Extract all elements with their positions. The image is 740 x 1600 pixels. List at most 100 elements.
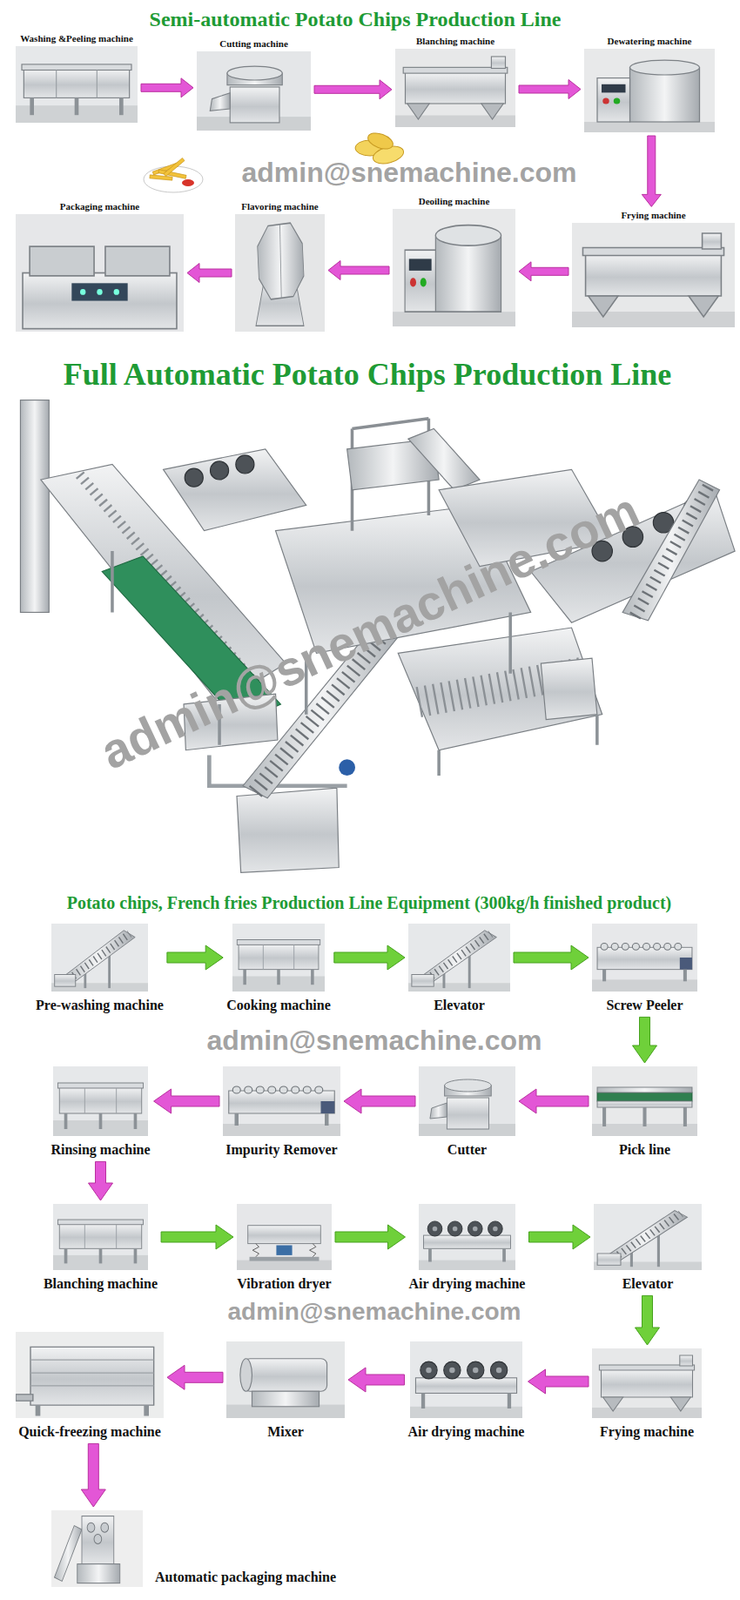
machine-label: Air drying machine [409, 1276, 526, 1292]
art-polygon [397, 627, 602, 751]
section-title: Potato chips, French fries Production Li… [67, 893, 673, 914]
machine-node: Screw Peeler [592, 923, 698, 1014]
arrow-shape [518, 262, 569, 282]
machine-photo-area [196, 51, 311, 131]
flow-arrow [632, 1016, 658, 1063]
machine-label: Vibration dryer [236, 1276, 331, 1292]
machine-photo-area [410, 1341, 523, 1419]
machine-photo-area [592, 1348, 702, 1419]
machine-node: Frying machine [571, 209, 735, 328]
arrow-shape [80, 1443, 106, 1507]
art-use [53, 1204, 148, 1271]
flow-arrow [513, 945, 589, 970]
arrow-shape [348, 1367, 405, 1393]
flow-arrow [167, 945, 223, 970]
flow-arrow [518, 262, 569, 282]
art-polygon [408, 428, 480, 490]
art-use [51, 923, 148, 992]
arrow-shape [328, 261, 390, 281]
machine-photo-area [418, 1204, 516, 1271]
machine-label: Cooking machine [226, 997, 331, 1014]
flow-arrow [167, 1365, 223, 1390]
machine-node: Cooking machine [226, 923, 331, 1014]
arrow-shape [161, 1224, 234, 1250]
arrow-shape [88, 1161, 114, 1201]
machine-node: Elevator [593, 1204, 702, 1292]
machine-node: Air drying machine [409, 1204, 526, 1292]
machine-node: Impurity Remover [222, 1066, 341, 1158]
semi-auto-photos [15, 46, 735, 332]
art-use [593, 1204, 702, 1271]
flow-arrow [161, 1224, 234, 1250]
art-use [592, 1066, 698, 1137]
art-use [410, 1341, 523, 1419]
machine-photo-area [15, 1332, 164, 1419]
machine-node: Cutting machine [196, 38, 311, 131]
art-rect [163, 157, 185, 176]
watermark: admin@snemachine.com [228, 1298, 522, 1326]
art-use [392, 208, 516, 327]
art-use [395, 48, 516, 128]
machine-photo-area [418, 1066, 516, 1137]
art-circle [210, 461, 229, 480]
art-use [571, 222, 735, 328]
art-use [51, 1510, 143, 1588]
art-use [15, 1332, 164, 1419]
machine-label: Frying machine [599, 1424, 694, 1440]
machine-node: Flavoring machine [235, 201, 325, 332]
art-polygon [622, 479, 720, 621]
art-polygon [163, 449, 307, 532]
arrow-shape [518, 1089, 589, 1114]
arrow-shape [343, 1089, 416, 1114]
art-use [235, 214, 325, 332]
art-g [149, 157, 187, 181]
art-use [15, 46, 138, 123]
watermark: admin@snemachine.com [241, 156, 577, 189]
arrow-shape [513, 945, 589, 970]
flow-arrow [328, 261, 390, 281]
machine-node: Air drying machine [408, 1341, 525, 1440]
art-line [634, 484, 710, 617]
flow-arrow [314, 80, 392, 100]
machine-label: Automatic packaging machine [154, 1569, 337, 1586]
arrow-shape [335, 1224, 406, 1250]
machine-node: Quick-freezing machine [15, 1332, 164, 1440]
art-ellipse [365, 129, 396, 152]
art-rect [149, 174, 173, 181]
machine-photo-area [53, 1204, 148, 1271]
flow-arrow [641, 135, 661, 207]
machine-label: Elevator [433, 997, 485, 1014]
arrow-shape [334, 945, 405, 970]
fries-picture [143, 157, 203, 193]
machine-node: Rinsing machine [50, 1066, 150, 1158]
flow-arrow [335, 1224, 406, 1250]
art-use [584, 48, 715, 133]
machine-label: Packaging machine [60, 201, 140, 213]
watermark: admin@snemachine.com [206, 1024, 542, 1057]
flow-arrow [80, 1443, 106, 1507]
flow-arrow [518, 80, 581, 100]
machine-photo-area [236, 1204, 332, 1271]
flow-arrow [348, 1367, 405, 1393]
machine-label: Mixer [267, 1424, 304, 1440]
machine-photo-area [51, 1510, 143, 1588]
machine-node: Blanching machine [395, 35, 516, 128]
art-polygon [540, 658, 597, 720]
flow-arrow [334, 945, 405, 970]
machine-label: Pre-washing machine [35, 997, 164, 1014]
art-use [592, 923, 698, 992]
arrow-shape [529, 1224, 592, 1250]
machine-photo-area [235, 214, 325, 332]
machine-photo-area [51, 923, 148, 992]
machine-label: Deoiling machine [418, 195, 491, 208]
machine-node: Pick line [592, 1066, 698, 1158]
flow-arrow [518, 1089, 589, 1114]
machine-node: Automatic packaging machine [51, 1510, 337, 1588]
line-equipment-photos [15, 923, 702, 1588]
flow-arrow [154, 1089, 220, 1114]
machine-photo-area [592, 1066, 698, 1137]
art-use [232, 923, 325, 992]
